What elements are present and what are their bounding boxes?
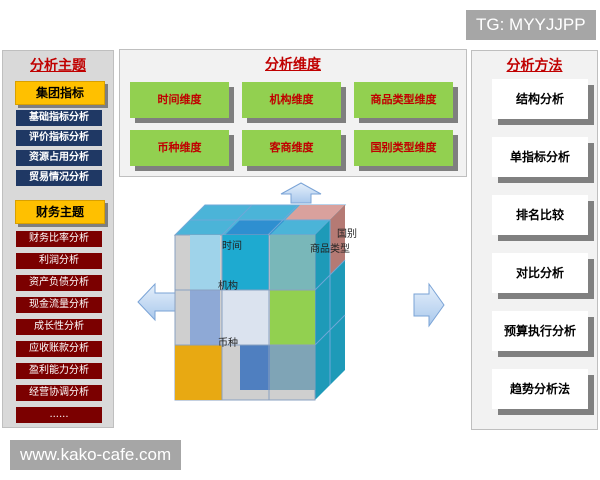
data-cube-diagram	[173, 204, 347, 401]
topic-item[interactable]: 盈利能力分析	[16, 363, 102, 379]
topic-item[interactable]: 应收账款分析	[16, 341, 102, 357]
topic-item[interactable]: 评价指标分析	[16, 130, 102, 146]
method-comparison[interactable]: 对比分析	[492, 253, 588, 293]
method-budget-execution[interactable]: 预算执行分析	[492, 311, 588, 351]
cube-label-country: 国别	[337, 229, 357, 240]
arrow-up-icon	[280, 182, 322, 204]
method-structure[interactable]: 结构分析	[492, 79, 588, 119]
panel-title: 分析主题	[30, 58, 86, 74]
cube-label-currency: 币种	[218, 338, 238, 349]
analysis-topics-panel: 分析主题 集团指标 基础指标分析 评价指标分析 资源占用分析 贸易情况分析 财务…	[2, 50, 114, 428]
cube-label-org: 机构	[218, 281, 238, 292]
topic-item[interactable]: 经营协调分析	[16, 385, 102, 401]
dimension-customer[interactable]: 客商维度	[242, 130, 341, 166]
topic-item[interactable]: 利润分析	[16, 253, 102, 269]
group-header-corporate: 集团指标	[15, 81, 105, 105]
cube-label-time: 时间	[222, 241, 242, 252]
watermark-bottom: www.kako-cafe.com	[10, 440, 182, 470]
dimension-country-type[interactable]: 国别类型维度	[354, 130, 453, 166]
panel-title: 分析方法	[506, 58, 563, 74]
topic-item[interactable]: 现金流量分析	[16, 297, 102, 313]
method-single-indicator[interactable]: 单指标分析	[492, 137, 588, 177]
topic-item[interactable]: 资源占用分析	[16, 150, 102, 166]
group-header-finance: 财务主题	[15, 200, 105, 224]
cube-label-product-type: 商品类型	[310, 244, 350, 255]
analysis-methods-panel: 分析方法 结构分析 单指标分析 排名比较 对比分析 预算执行分析 趋势分析法	[471, 50, 598, 430]
method-trend[interactable]: 趋势分析法	[492, 369, 588, 409]
topic-item-more[interactable]: ......	[16, 407, 102, 423]
topic-item[interactable]: 基础指标分析	[16, 110, 102, 126]
arrow-right-icon	[413, 282, 445, 328]
dimension-product-type[interactable]: 商品类型维度	[354, 82, 453, 118]
watermark-top: TG: MYYJJPP	[466, 10, 596, 40]
analysis-dimensions-panel: 分析维度 时间维度 机构维度 商品类型维度 币种维度 客商维度 国别类型维度	[119, 49, 467, 177]
topic-item[interactable]: 资产负债分析	[16, 275, 102, 291]
dimension-time[interactable]: 时间维度	[130, 82, 229, 118]
method-ranking[interactable]: 排名比较	[492, 195, 588, 235]
panel-title: 分析维度	[265, 57, 321, 73]
dimension-currency[interactable]: 币种维度	[130, 130, 229, 166]
topic-item[interactable]: 贸易情况分析	[16, 170, 102, 186]
topic-item[interactable]: 成长性分析	[16, 319, 102, 335]
dimension-org[interactable]: 机构维度	[242, 82, 341, 118]
topic-item[interactable]: 财务比率分析	[16, 231, 102, 247]
